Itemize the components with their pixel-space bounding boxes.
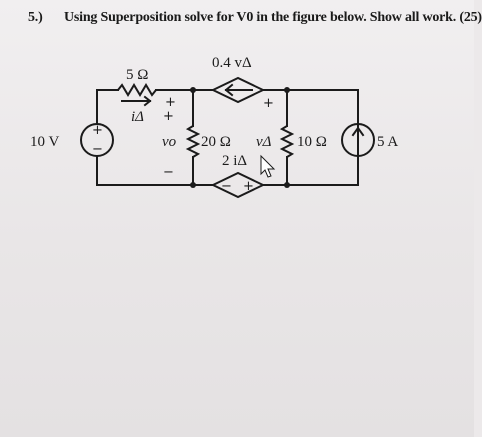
wire-bottom-right	[262, 149, 359, 186]
resistor-10-ohm-label: 10 Ω	[297, 134, 327, 150]
vdelta-label: vΔ	[256, 134, 272, 150]
question-text: Using Superposition solve for V0 in the …	[64, 10, 482, 25]
node-bottom-right	[284, 182, 290, 188]
dependent-top-label: 0.4 vΔ	[212, 55, 252, 71]
arrowhead-left-icon	[224, 83, 234, 97]
resistor-10-ohm	[279, 125, 295, 158]
current-source-label: 5 A	[377, 134, 398, 150]
voltage-source-minus: −	[92, 142, 103, 157]
wire-left-top	[96, 89, 119, 109]
node-top-right	[284, 87, 290, 93]
node-top-mid	[190, 87, 196, 93]
voltage-source-plus: +	[92, 123, 103, 138]
question-line: 5.) Using Superposition solve for V0 in t…	[28, 10, 482, 26]
current-label: iΔ	[131, 109, 144, 125]
resistor-20-ohm	[185, 125, 201, 158]
question-number: 5.)	[28, 10, 43, 25]
dependent-bottom-plus: +	[243, 179, 254, 194]
resistor-5-ohm-label: 5 Ω	[126, 67, 148, 83]
node-plus-sign: +	[165, 95, 176, 110]
vo-label: vo	[162, 134, 177, 150]
current-arrowhead-icon	[143, 95, 152, 107]
arrowhead-up-icon	[351, 126, 365, 137]
resistor-5-ohm	[117, 83, 157, 97]
resistor-20-ohm-label: 20 Ω	[201, 134, 231, 150]
dependent-bottom-label: 2 iΔ	[222, 153, 247, 169]
vdelta-plus: +	[263, 96, 274, 111]
mouse-pointer-icon	[260, 154, 276, 178]
voltage-source-label: 10 V	[30, 134, 59, 150]
vo-plus: +	[163, 109, 174, 124]
node-bottom-mid	[190, 182, 196, 188]
dependent-bottom-minus: −	[221, 179, 232, 194]
vo-minus: −	[163, 165, 174, 180]
wire-top-right	[262, 89, 359, 131]
wire-left-bottom	[96, 155, 214, 186]
current-source-5a	[341, 123, 375, 157]
